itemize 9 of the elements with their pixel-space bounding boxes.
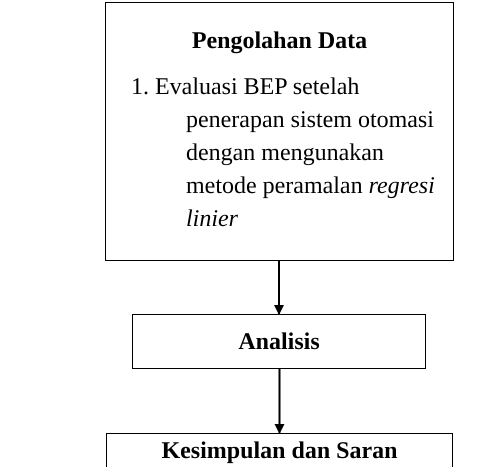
box-label: Analisis <box>238 328 320 356</box>
process-box <box>105 2 454 261</box>
list-item: 1. Evaluasi BEP setelah penerapan sistem otomasi dengan mengunakan metode peramalan regresi linier <box>130 73 436 234</box>
box-heading: Pengolahan Data <box>190 27 368 56</box>
arrow <box>274 369 284 434</box>
process-box <box>132 314 426 369</box>
box-label: Kesimpulan dan Saran <box>161 436 398 466</box>
arrow <box>274 261 284 315</box>
process-box <box>106 433 453 467</box>
